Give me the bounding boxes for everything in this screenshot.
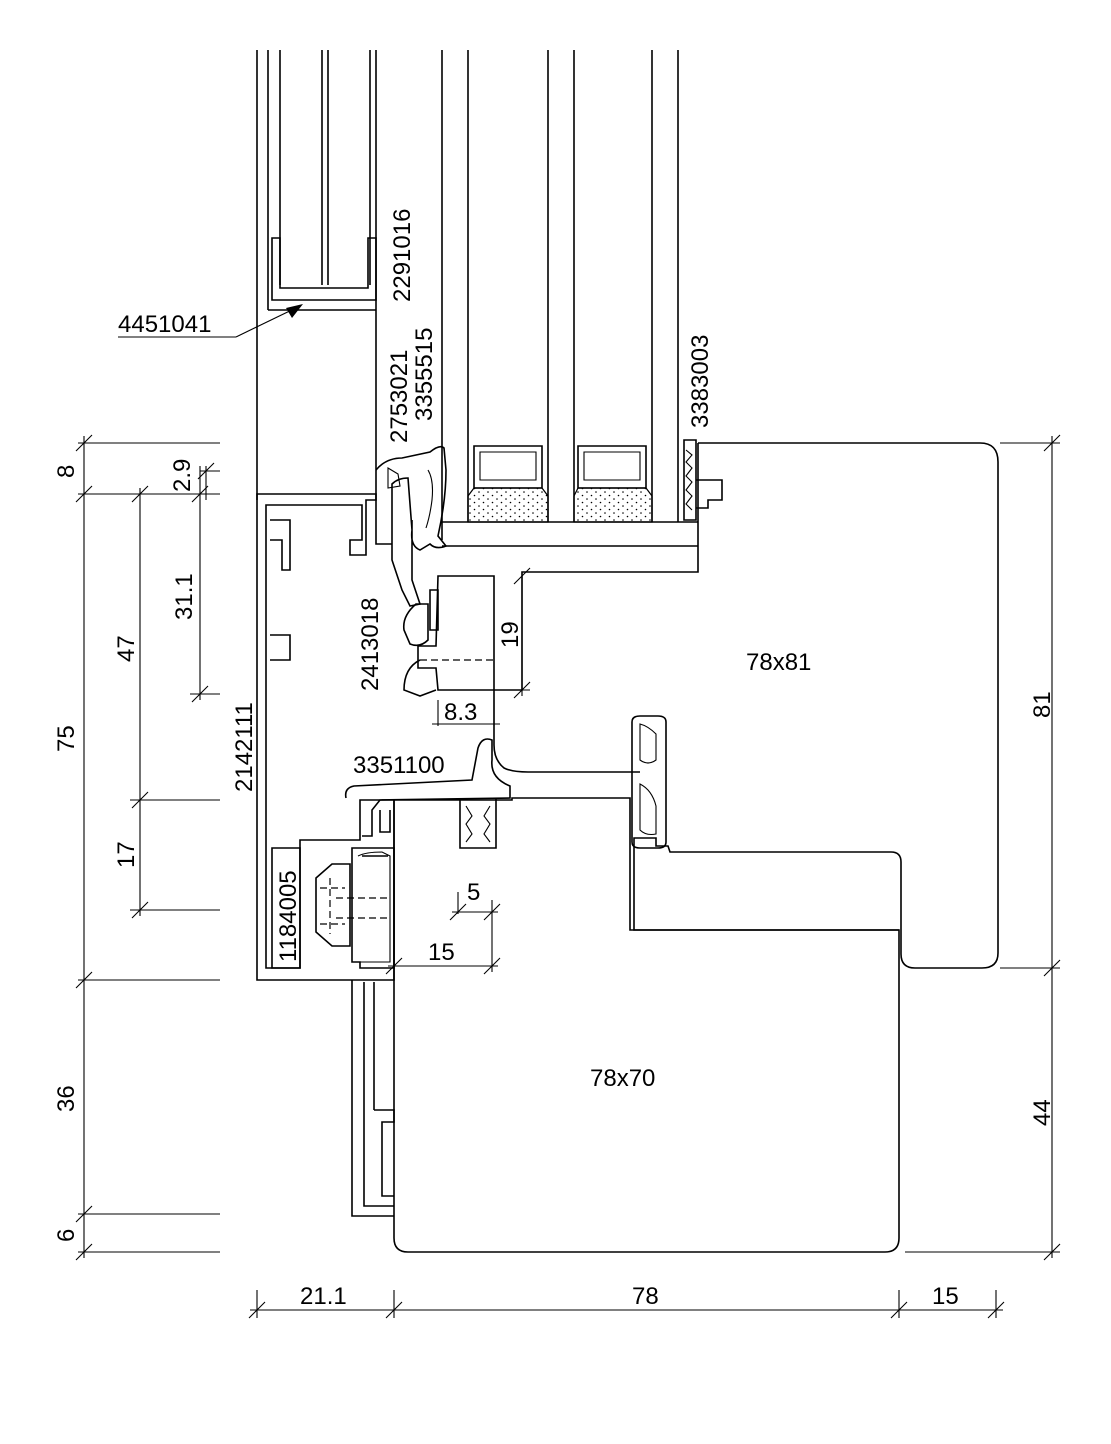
dim-78: 78 (632, 1283, 659, 1310)
label-4451041: 4451041 (118, 311, 211, 338)
timber-78x70 (393, 797, 900, 1253)
dim-31-1: 31.1 (171, 573, 198, 620)
dim-8: 8 (53, 465, 80, 478)
dim-15-bottom: 15 (932, 1283, 959, 1310)
section-78x81: 78x81 (746, 649, 811, 676)
label-2142111: 2142111 (231, 702, 258, 792)
dim-8-3: 8.3 (444, 699, 477, 726)
dimension-labels: 8 2.9 31.1 47 75 17 36 6 81 44 21.1 78 1… (53, 459, 1056, 1310)
dim-21-1: 21.1 (300, 1283, 347, 1310)
dim-15-inner: 15 (428, 939, 455, 966)
label-3355515: 3355515 (411, 328, 438, 421)
label-2413018: 2413018 (357, 598, 384, 691)
dim-19: 19 (497, 621, 524, 648)
sash-gasket (375, 445, 448, 607)
label-3383003: 3383003 (687, 335, 714, 428)
dim-17: 17 (113, 841, 140, 868)
dim-75: 75 (53, 725, 80, 752)
dim-36: 36 (53, 1085, 80, 1112)
seal-profile-right (631, 715, 667, 849)
label-2291016: 2291016 (389, 209, 416, 302)
section-78x70: 78x70 (590, 1065, 655, 1092)
sash-glazing (256, 50, 377, 500)
drainage-profile-3351100 (344, 738, 511, 849)
hardware-2413018 (402, 575, 495, 697)
glass-panes (441, 50, 679, 523)
part-labels: 4451041 2291016 2753021 3355515 3383003 … (118, 209, 811, 1092)
label-3351100: 3351100 (353, 752, 445, 779)
dim-6: 6 (53, 1229, 80, 1242)
dim-5: 5 (467, 879, 480, 906)
dimension-lines (75, 304, 1061, 1319)
dim-44: 44 (1029, 1099, 1056, 1126)
label-1184005: 1184005 (275, 870, 302, 962)
dim-81: 81 (1029, 691, 1056, 718)
dim-2-9: 2.9 (169, 459, 196, 492)
dim-47: 47 (113, 635, 140, 662)
label-2753021: 2753021 (386, 350, 413, 443)
